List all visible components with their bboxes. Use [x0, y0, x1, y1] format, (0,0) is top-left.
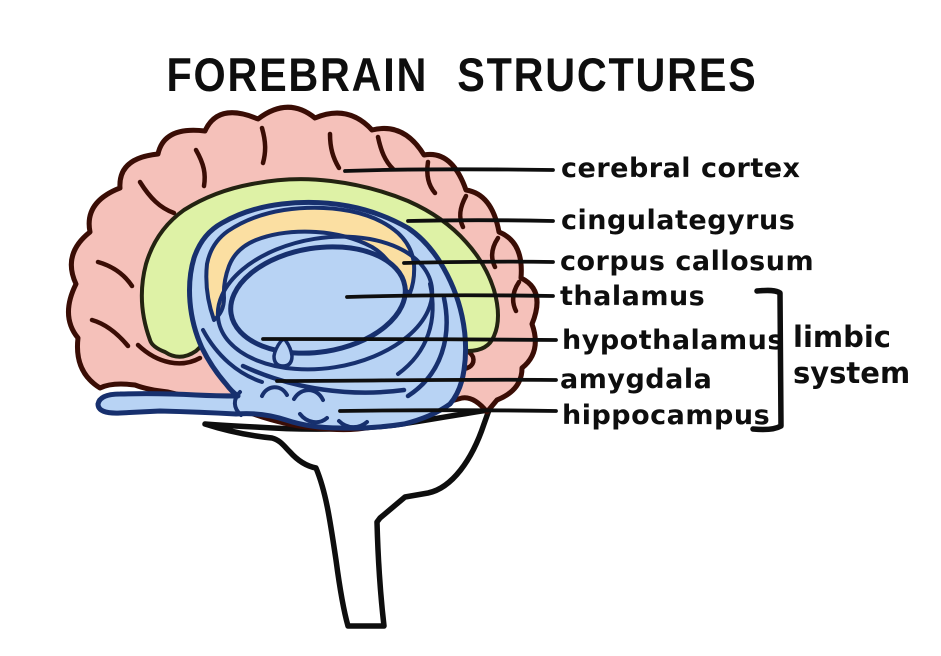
line-cingulate-gyrus	[406, 218, 555, 223]
label-amygdala: amygdala	[560, 364, 713, 395]
limbic-system-line2: system	[793, 356, 911, 390]
label-limbic-system: limbic system	[793, 319, 910, 391]
line-amygdala	[275, 377, 558, 383]
line-hippocampus	[338, 408, 558, 413]
brainstem-cerebellum-shape	[202, 407, 492, 629]
line-hypothalamus	[261, 337, 558, 342]
label-cingulate-gyrus: cingulategyrus	[561, 205, 796, 236]
page-title: FOREBRAIN STRUCTURES	[166, 48, 758, 101]
label-cerebral-cortex: cerebral cortex	[561, 153, 801, 184]
limbic-system-line1: limbic	[793, 320, 891, 354]
cortex-sulci	[89, 125, 522, 372]
line-thalamus	[345, 293, 555, 299]
label-hypothalamus: hypothalamus	[562, 325, 784, 356]
label-hippocampus: hippocampus	[562, 400, 771, 431]
label-corpus-callosum: corpus callosum	[560, 246, 815, 277]
label-lines	[261, 167, 558, 413]
limbic-system-bracket	[750, 287, 784, 433]
line-cerebral-cortex	[343, 167, 555, 173]
label-thalamus: thalamus	[560, 281, 706, 312]
thalamus-region	[228, 244, 408, 356]
line-corpus-callosum	[402, 259, 555, 265]
